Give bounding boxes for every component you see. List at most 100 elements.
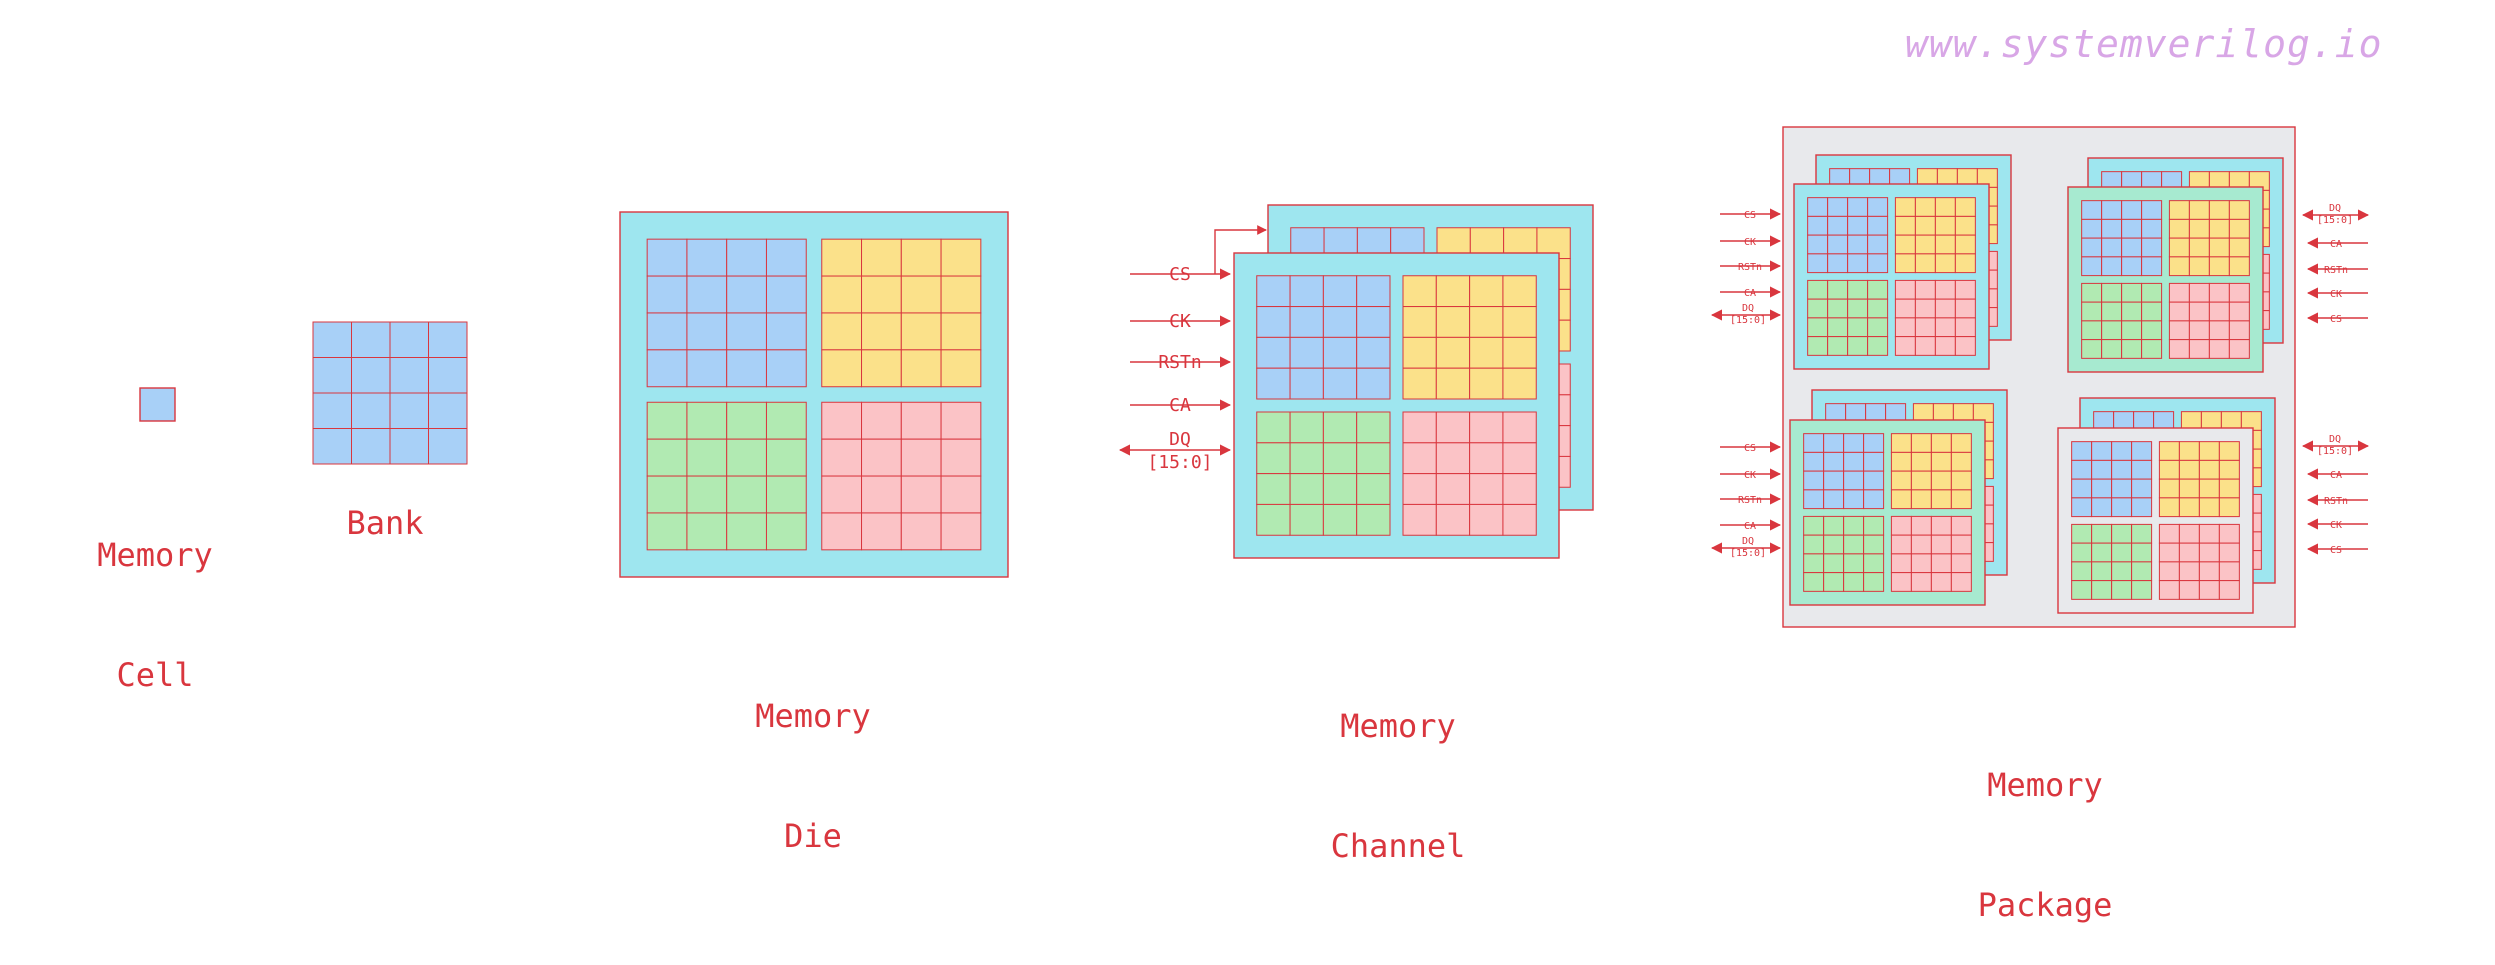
memory-cell — [1934, 279, 1956, 300]
memory-cell — [2158, 523, 2180, 544]
memory-cell — [861, 312, 902, 351]
memory-cell — [1914, 317, 1936, 338]
memory-cell — [1322, 503, 1358, 536]
memory-cell — [389, 392, 429, 429]
memory-cell — [2218, 478, 2240, 499]
memory-cell — [1843, 572, 1865, 592]
memory-cell — [2071, 523, 2093, 544]
memory-cell — [1469, 503, 1504, 536]
memory-cell — [2188, 218, 2210, 239]
package-signal-label: CA — [2330, 470, 2342, 481]
memory-cell-label: Memory Cell — [95, 455, 215, 735]
memory-cell — [1256, 306, 1291, 338]
memory-cell — [1930, 433, 1952, 453]
memory-cell — [2198, 478, 2220, 499]
memory-cell — [2198, 523, 2220, 544]
memory-cell — [1954, 197, 1976, 217]
memory-cell — [1322, 442, 1358, 475]
memory-cell — [1356, 367, 1391, 400]
memory-cell — [726, 349, 767, 388]
memory-cell — [2081, 320, 2103, 341]
memory-cell — [1256, 473, 1291, 505]
memory-cell — [686, 312, 728, 351]
memory-cell — [2228, 339, 2250, 359]
memory-cell — [1803, 553, 1825, 574]
bank-label: Bank — [346, 504, 424, 542]
memory-cell — [2101, 200, 2123, 220]
memory-cell — [1950, 451, 1972, 472]
memory-cell — [1863, 451, 1885, 472]
memory-cell — [1863, 489, 1885, 510]
memory-cell — [2208, 301, 2230, 322]
memory-cell — [1954, 279, 1976, 300]
memory-cell — [2091, 441, 2113, 461]
signal-arrow — [1214, 225, 1267, 274]
memory-cell — [1356, 442, 1391, 475]
memory-cell — [821, 312, 863, 351]
memory-cell — [1954, 234, 1976, 255]
memory-cell — [139, 387, 176, 422]
memory-cell — [428, 321, 468, 358]
memory-cell — [2208, 200, 2230, 220]
memory-cell — [1807, 253, 1829, 274]
package-signal-label: CA — [1744, 288, 1756, 299]
memory-cell — [1502, 306, 1537, 338]
memory-cell — [1289, 367, 1324, 400]
memory-cell — [1289, 473, 1324, 505]
memory-cell — [1910, 572, 1932, 592]
memory-cell — [821, 275, 863, 314]
memory-cell — [765, 401, 807, 440]
bank — [2071, 441, 2153, 518]
memory-cell — [2198, 580, 2220, 600]
memory-cell — [1843, 433, 1865, 453]
memory-cell — [765, 275, 807, 314]
memory-cell — [1847, 279, 1869, 300]
memory-cell — [900, 475, 942, 514]
memory-cell — [861, 349, 902, 388]
memory-cell — [1807, 215, 1829, 236]
memory-cell — [1402, 336, 1437, 369]
memory-cell — [2121, 237, 2143, 258]
memory-cell — [940, 512, 982, 551]
package-signal-label: CK — [2330, 520, 2342, 531]
memory-cell — [2178, 459, 2200, 480]
memory-cell — [428, 428, 468, 465]
memory-cell — [2131, 561, 2153, 582]
memory-cell — [1469, 275, 1504, 308]
memory-cell — [1950, 572, 1972, 592]
memory-cell — [2168, 218, 2190, 239]
package-die-front — [2057, 427, 2254, 614]
memory-cell — [1930, 553, 1952, 574]
memory-cell — [1435, 336, 1471, 369]
memory-cell — [1890, 489, 1912, 510]
memory-channel-label-line1: Memory — [1340, 707, 1456, 745]
package-die-front — [1793, 183, 1990, 370]
memory-cell — [1256, 275, 1291, 308]
memory-cell — [2081, 301, 2103, 322]
memory-cell — [1823, 470, 1845, 491]
memory-cell — [1435, 442, 1471, 475]
memory-cell — [1914, 197, 1936, 217]
bank — [1402, 411, 1537, 536]
memory-cell — [2178, 497, 2200, 518]
memory-cell — [1867, 317, 1889, 338]
memory-cell — [2218, 561, 2240, 582]
memory-cell — [2071, 542, 2093, 563]
memory-channel-label: Memory Channel — [1318, 626, 1478, 906]
bank — [2158, 441, 2240, 518]
package-signal-label: DQ — [2329, 434, 2341, 445]
memory-cell — [2091, 497, 2113, 518]
memory-cell — [2081, 200, 2103, 220]
memory-cell — [821, 475, 863, 514]
memory-cell — [1910, 489, 1932, 510]
memory-cell — [1322, 306, 1358, 338]
memory-cell — [1502, 411, 1537, 444]
memory-cell — [1256, 442, 1291, 475]
memory-cell — [1934, 336, 1956, 356]
memory-cell — [2228, 256, 2250, 277]
memory-cell — [428, 392, 468, 429]
memory-cell — [2141, 237, 2163, 258]
memory-cell — [686, 238, 728, 277]
memory-cell — [1843, 534, 1865, 555]
